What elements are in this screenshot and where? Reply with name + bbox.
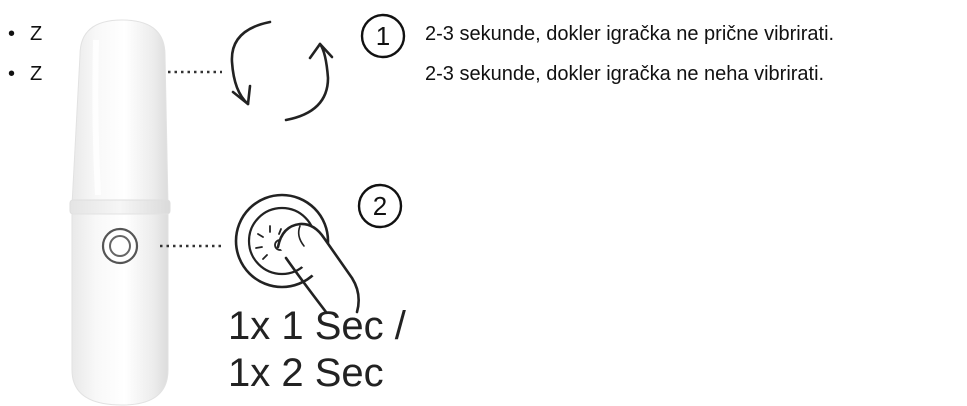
step-number-1: 1 xyxy=(375,21,391,51)
bullet-text-stop-vibration: 2-3 sekunde, dokler igračka ne neha vibr… xyxy=(425,63,825,85)
step-badge-1 xyxy=(360,13,406,59)
bullet-marker: • xyxy=(8,23,16,45)
timing-label-line1: 1x 1 Sec / xyxy=(228,304,406,348)
vibrator-device xyxy=(69,19,171,406)
timing-label-line2: 1x 2 Sec xyxy=(228,351,384,395)
step-badge-2 xyxy=(357,183,403,229)
button-press-icon xyxy=(234,193,360,314)
bullet-prefix: Z xyxy=(30,63,43,85)
bullet-marker: • xyxy=(8,63,16,85)
bullet-text-start-vibration: 2-3 sekunde, dokler igračka ne prične vi… xyxy=(425,23,835,45)
bullet-prefix: Z xyxy=(30,23,43,45)
step-number-2: 2 xyxy=(372,191,388,221)
power-button-icon xyxy=(101,227,139,265)
rotate-arrows-icon xyxy=(230,20,334,122)
